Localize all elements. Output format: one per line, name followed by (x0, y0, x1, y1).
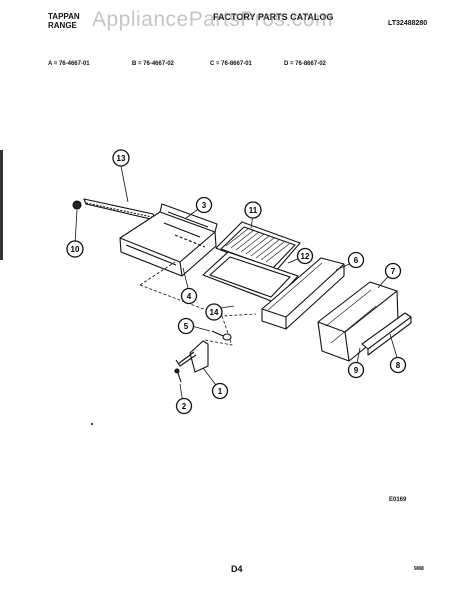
callout-4: 4 (180, 287, 198, 305)
callout-8: 8 (389, 356, 407, 374)
part-ignitor-bracket (175, 340, 209, 373)
part-broiler-door (261, 257, 345, 330)
callout-2: 2 (175, 397, 193, 415)
part-screw (174, 368, 182, 383)
page-date: 9/88 (414, 566, 424, 572)
svg-text:12: 12 (301, 252, 310, 261)
brand-line1: TAPPAN (48, 12, 80, 21)
scan-edge-mark (0, 150, 3, 260)
brand-label: TAPPAN RANGE (48, 12, 80, 30)
model-list: A = 76-4667-01 B = 76-4667-02 C = 76-866… (48, 61, 448, 67)
watermark: AppliancePartsPros.com (92, 8, 333, 31)
svg-text:2: 2 (182, 402, 187, 411)
part-drawer-handle (361, 312, 412, 356)
callout-13: 13 (112, 149, 130, 167)
part-burner-rod (83, 198, 156, 221)
svg-text:9: 9 (354, 366, 359, 375)
callout-12: 12 (296, 247, 314, 265)
part-drawer-front (317, 281, 399, 362)
svg-text:6: 6 (354, 256, 359, 265)
svg-text:4: 4 (187, 292, 192, 301)
part-broiler-pan (202, 251, 299, 303)
callout-6: 6 (347, 251, 365, 269)
svg-text:10: 10 (71, 245, 80, 254)
svg-text:1: 1 (218, 387, 223, 396)
callout-1: 1 (211, 382, 229, 400)
page-number: D4 (231, 564, 243, 574)
model-c: C = 76-8667-01 (210, 61, 252, 67)
brand-line2: RANGE (48, 21, 77, 30)
model-b: B = 76-4667-02 (132, 61, 174, 67)
part-broiler-tray (119, 203, 218, 277)
callout-list: 13 3 11 10 12 6 7 4 14 5 1 2 9 8 (66, 149, 407, 415)
svg-text:11: 11 (249, 206, 258, 215)
model-d: D = 76-8667-02 (284, 61, 326, 67)
callout-3: 3 (195, 196, 213, 214)
callout-11: 11 (244, 201, 262, 219)
svg-text:8: 8 (396, 361, 401, 370)
catalog-code: LT32488280 (388, 20, 428, 27)
callout-10: 10 (66, 240, 84, 258)
catalog-title: FACTORY PARTS CATALOG (213, 12, 334, 22)
part-electrode (211, 330, 232, 341)
svg-text:14: 14 (210, 308, 219, 317)
svg-text:3: 3 (202, 201, 207, 210)
callout-9: 9 (347, 361, 365, 379)
model-a: A = 76-4667-01 (48, 61, 90, 67)
callout-14: 14 (205, 303, 223, 321)
svg-text:13: 13 (117, 154, 126, 163)
diagram-code: E0169 (389, 497, 407, 503)
callout-7: 7 (384, 262, 402, 280)
scan-speck (91, 423, 93, 425)
part-orifice (72, 200, 82, 210)
svg-text:5: 5 (184, 322, 189, 331)
svg-text:7: 7 (391, 267, 396, 276)
callout-5: 5 (177, 317, 195, 335)
